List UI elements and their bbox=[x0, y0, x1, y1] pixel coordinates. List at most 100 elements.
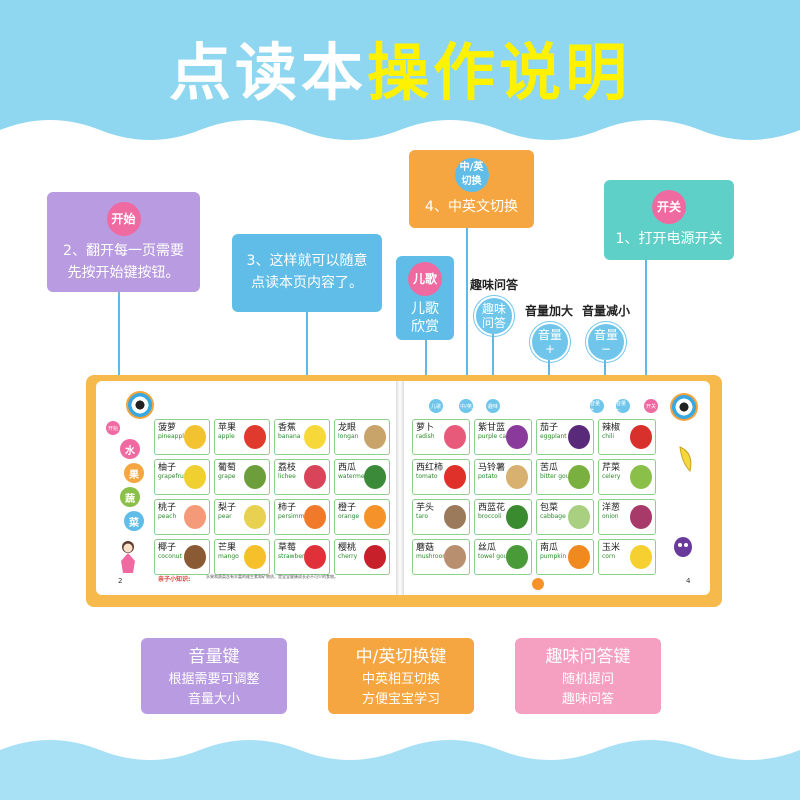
quiz-label: 趣味问答 bbox=[470, 278, 519, 292]
banana-character-icon bbox=[679, 446, 692, 472]
callout-songs-line2: 欣赏 bbox=[411, 319, 439, 335]
header-band bbox=[0, 0, 800, 140]
vegetable-picture-icon bbox=[568, 505, 590, 529]
volume-down-button[interactable]: 音量 − bbox=[586, 322, 626, 362]
pin-quiz bbox=[492, 334, 494, 400]
vegetable-picture-icon bbox=[506, 545, 528, 569]
fruit-name-en: grape bbox=[218, 473, 236, 480]
vegetable-name-zh: 西红柿 bbox=[416, 463, 444, 473]
pin-tap bbox=[306, 312, 308, 432]
pin-songs bbox=[425, 340, 427, 400]
book-songs-button[interactable]: 儿歌 bbox=[429, 399, 443, 413]
page-left-number: 2 bbox=[118, 577, 123, 585]
fruit-picture-icon bbox=[244, 545, 266, 569]
fruit-name-en: pineapple bbox=[158, 433, 188, 440]
book-start-button[interactable]: 开始 bbox=[106, 421, 120, 435]
fruit-picture-icon bbox=[184, 505, 206, 529]
volume-up-button[interactable]: 音量 + bbox=[530, 322, 570, 362]
callout-start-line1: 2、翻开每一页需要 bbox=[63, 243, 184, 259]
tip-title: 亲子小知识: bbox=[158, 576, 191, 583]
card-volume-title: 音量键 bbox=[188, 647, 240, 667]
fruit-name-zh: 葡萄 bbox=[218, 463, 237, 473]
side-char-3: 蔬 bbox=[120, 487, 140, 507]
card-quiz-line1: 随机提问 bbox=[561, 672, 614, 687]
card-lang-line2: 方便宝宝学习 bbox=[361, 692, 440, 707]
volume-down-label: 音量减小 bbox=[582, 304, 631, 318]
quiz-button[interactable]: 趣味 问答 bbox=[474, 296, 514, 336]
vegetable-picture-icon bbox=[444, 505, 466, 529]
vegetable-name-en: onion bbox=[602, 513, 619, 520]
callout-tap: 3、这样就可以随意 点读本页内容了。 bbox=[232, 234, 382, 312]
vegetable-name-zh: 萝卜 bbox=[416, 423, 435, 433]
fruit-name-en: pear bbox=[218, 513, 232, 520]
fruit-name-en: coconut bbox=[158, 553, 182, 560]
fruit-name-zh: 椰子 bbox=[158, 543, 177, 553]
vegetable-name-en: bitter gourd bbox=[540, 473, 576, 480]
fruit-name-en: longan bbox=[338, 433, 359, 440]
tip-text: 水果和蔬菜含有丰富的维生素和矿物质，是宝宝健康成长必不可少的食物。 bbox=[206, 574, 338, 579]
fruit-picture-icon bbox=[184, 545, 206, 569]
side-char-4: 菜 bbox=[124, 511, 144, 531]
card-lang: 中/英切换键 中英相互切换 方便宝宝学习 bbox=[328, 638, 474, 714]
right-eye-logo bbox=[670, 393, 698, 421]
fruit-picture-icon bbox=[244, 505, 266, 529]
fruit-name-zh: 柿子 bbox=[278, 503, 297, 513]
fruit-name-zh: 桃子 bbox=[158, 503, 177, 513]
vegetable-name-en: radish bbox=[416, 433, 435, 440]
fruit-picture-icon bbox=[244, 465, 266, 489]
vegetable-name-en: taro bbox=[416, 513, 429, 520]
girl-illustration bbox=[121, 541, 135, 573]
vegetable-name-zh: 紫甘蓝 bbox=[478, 423, 506, 433]
book-power-button[interactable]: 开关 bbox=[644, 399, 658, 413]
book-vol-up-button[interactable]: 音量+ bbox=[590, 399, 604, 413]
book-lang-button[interactable]: 中/英 bbox=[459, 399, 473, 413]
vegetable-picture-icon bbox=[568, 465, 590, 489]
book-quiz-button[interactable]: 趣味 bbox=[486, 399, 500, 413]
fruit-picture-icon bbox=[304, 545, 326, 569]
vegetable-name-zh: 包菜 bbox=[540, 503, 559, 513]
vegetable-picture-icon bbox=[568, 545, 590, 569]
fruit-picture-icon bbox=[364, 545, 386, 569]
vegetable-name-en: tomato bbox=[416, 473, 438, 480]
fruit-name-en: mango bbox=[218, 553, 239, 560]
vegetable-name-zh: 芋头 bbox=[416, 503, 435, 513]
fruit-picture-icon bbox=[304, 465, 326, 489]
vegetable-picture-icon bbox=[630, 505, 652, 529]
fruit-name-zh: 香蕉 bbox=[278, 423, 297, 433]
book-vol-down-button[interactable]: 音量− bbox=[616, 399, 630, 413]
